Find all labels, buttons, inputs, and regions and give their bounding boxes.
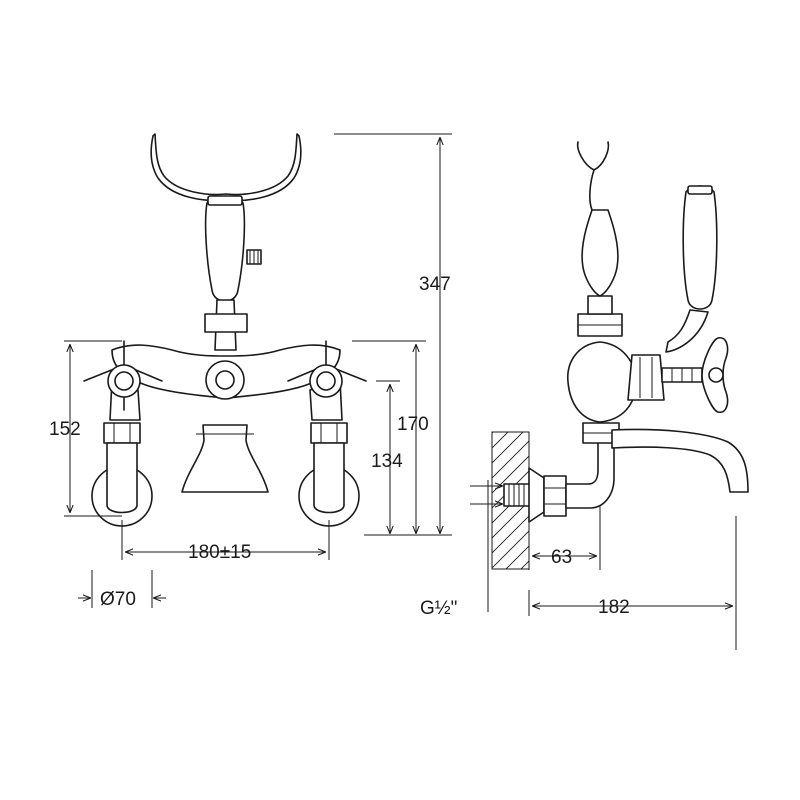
side-lever-bulb <box>581 209 619 297</box>
side-spout <box>611 428 749 493</box>
front-right-cross-handle <box>287 340 367 398</box>
front-left-pipe <box>106 442 138 514</box>
dim-wall-offset: 63 <box>551 547 572 568</box>
side-pipe-elbow <box>565 439 615 509</box>
dim-height-170: 170 <box>397 414 429 435</box>
front-left-nut <box>103 422 141 444</box>
side-lever-arm <box>665 309 709 353</box>
front-cradle <box>150 133 302 202</box>
side-flange <box>528 467 545 523</box>
front-spout <box>181 424 269 493</box>
side-main-body <box>567 341 637 423</box>
dim-height-134: 134 <box>371 451 403 472</box>
dim-thread: G½" <box>420 598 457 619</box>
dim-flange-diameter: Ø70 <box>100 589 136 610</box>
dim-center-distance: 180±15 <box>188 542 251 563</box>
front-dimensions: 347 170 134 152 180±15 Ø70 <box>49 133 452 610</box>
side-nut <box>543 475 567 517</box>
front-right-pipe <box>313 442 345 514</box>
front-right-nut <box>310 422 348 444</box>
side-handle-bracket <box>627 354 665 401</box>
front-lever-handle <box>204 196 246 303</box>
dim-overall-height: 347 <box>419 274 451 295</box>
dim-height-152: 152 <box>49 419 81 440</box>
front-stem-nut <box>204 313 248 333</box>
front-lever-collar <box>207 195 243 206</box>
dim-spout-reach: 182 <box>598 597 630 618</box>
front-left-cross-handle <box>83 340 163 411</box>
side-thread-stub <box>503 483 531 507</box>
side-dimensions: G½" 63 182 <box>420 480 737 650</box>
side-cradle <box>576 141 610 211</box>
front-view <box>83 133 367 527</box>
side-stem <box>587 295 613 315</box>
side-view <box>491 141 749 570</box>
side-lever-handle <box>682 185 718 310</box>
